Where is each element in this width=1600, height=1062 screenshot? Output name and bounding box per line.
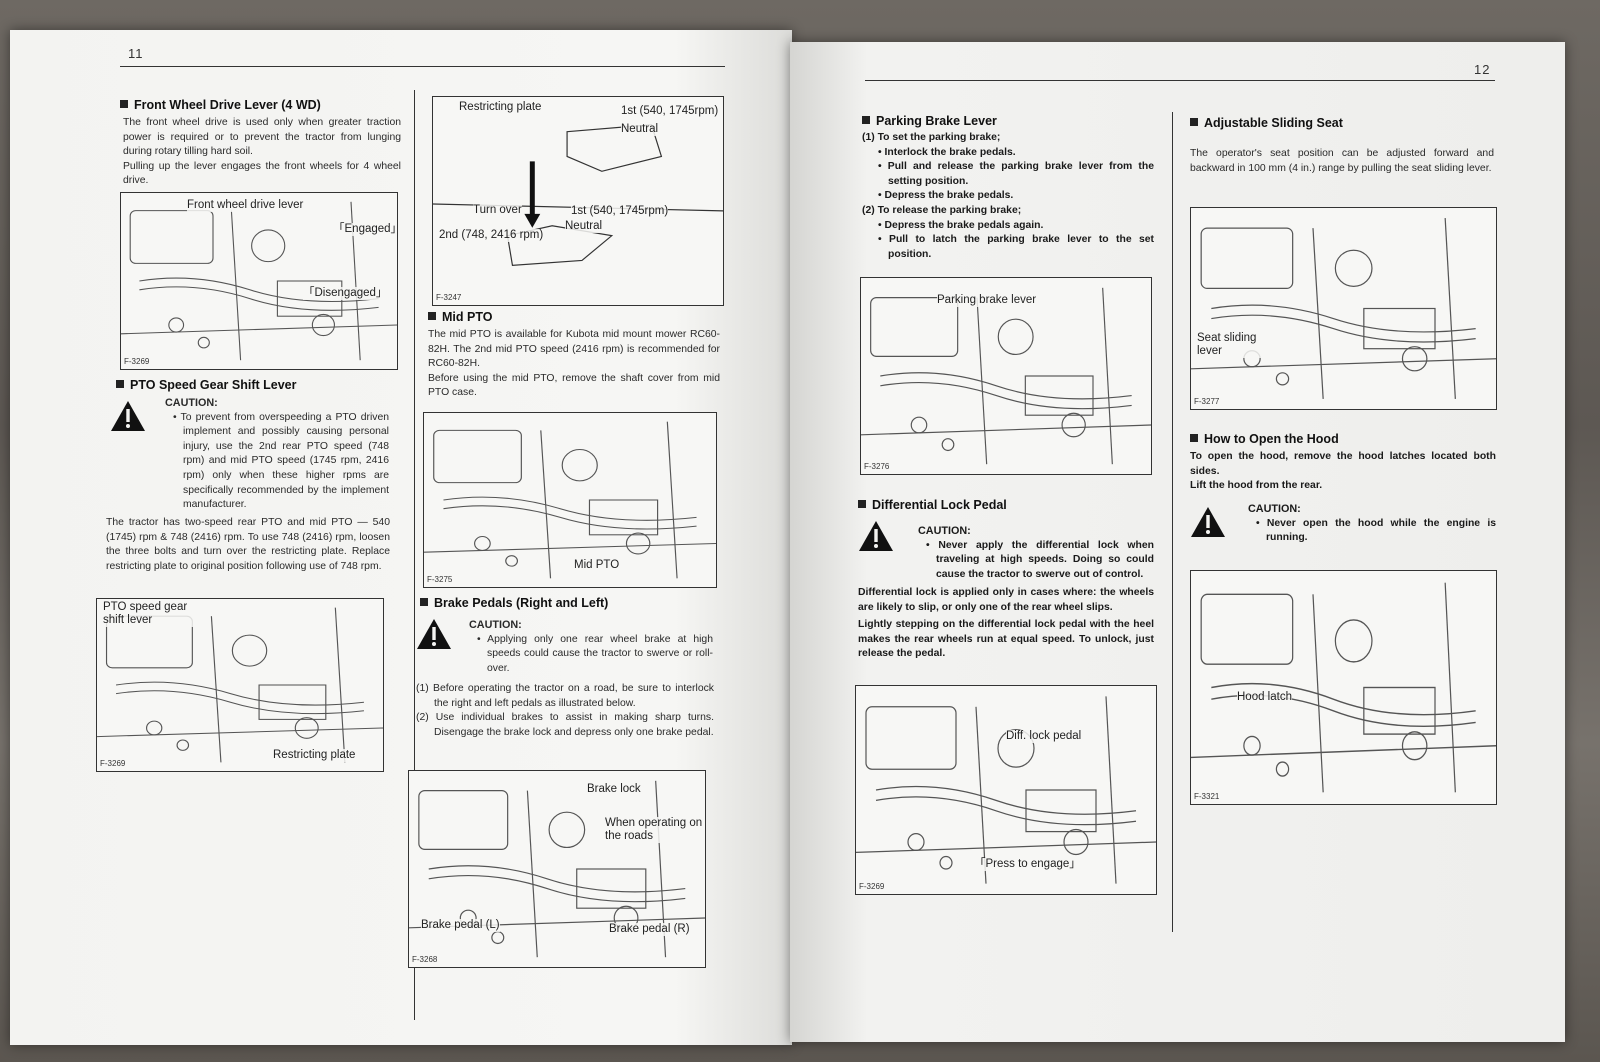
section-title-parking-brake: Parking Brake Lever [862,114,997,128]
section-title-brake-pedals: Brake Pedals (Right and Left) [420,596,608,610]
figure-id: F-3247 [436,293,462,302]
figure-label: 1st (540, 1745rpm) [571,205,669,218]
figure-label: Restricting plate [459,101,542,114]
figure-label: Front wheel drive lever [187,199,304,212]
column-divider [414,90,415,1020]
warning-icon [858,520,894,552]
figure-label: Brake pedal (L) [421,919,500,932]
figure-id: F-3268 [412,955,438,964]
figure-hood: Hood latch F-3321 [1190,570,1497,805]
section-title-front-wheel: Front Wheel Drive Lever (4 WD) [120,98,321,112]
diff-lock-text: Differential lock is applied only in cas… [858,587,1154,660]
front-wheel-text: The front wheel drive is used only when … [123,117,401,187]
figure-sliding-seat: Seat sliding lever F-3277 [1190,207,1497,410]
page-number: 11 [128,46,144,61]
figure-id: F-3276 [864,462,890,471]
figure-pto-shift-lever: PTO speed gear shift lever Restricting p… [96,598,384,772]
mid-pto-text: The mid PTO is available for Kubota mid … [428,329,720,399]
figure-id: F-3275 [427,575,453,584]
brake-caution: CAUTION: • Applying only one rear wheel … [469,619,713,674]
section-title-diff-lock: Differential Lock Pedal [858,498,1007,512]
figure-label: Seat sliding lever [1197,332,1267,358]
brake-steps: (1) Before operating the tractor on a ro… [416,683,714,738]
warning-icon [416,618,452,650]
section-title-pto-shift: PTO Speed Gear Shift Lever [116,378,297,392]
section-title-hood: How to Open the Hood [1190,432,1339,446]
figure-label: Brake lock [587,783,641,796]
figure-id: F-3269 [100,759,126,768]
warning-icon [1190,506,1226,538]
column-divider [1172,112,1173,932]
figure-id: F-3277 [1194,397,1220,406]
figure-label: Hood latch [1237,691,1292,704]
header-rule [120,66,725,67]
section-title-sliding-seat: Adjustable Sliding Seat [1190,116,1343,130]
figure-restricting-plate: Restricting plate 1st (540, 1745rpm) Neu… [432,96,724,306]
diff-lock-caution: CAUTION: • Never apply the differential … [918,525,1154,580]
page-number: 12 [1474,62,1491,77]
figure-label: Turn over [473,204,522,217]
warning-icon [110,400,146,432]
figure-front-wheel-lever: Front wheel drive lever 「Engaged」 「Disen… [120,192,398,370]
figure-label: Restricting plate [273,749,356,762]
figure-parking-brake: Parking brake lever F-3276 [860,277,1152,475]
hood-text: To open the hood, remove the hood latche… [1190,451,1496,492]
left-page: 11 Front Wheel Drive Lever (4 WD) The fr… [10,30,792,1045]
figure-label: 「Engaged」 [333,223,397,236]
figure-diff-lock: Diff. lock pedal 「Press to engage」 F-326… [855,685,1157,895]
figure-id: F-3269 [124,357,150,366]
figure-label: 2nd (748, 2416 rpm) [439,229,544,242]
figure-brake-pedals: Brake lock When operating on the roads B… [408,770,706,968]
figure-label: 「Press to engage」 [974,858,1081,871]
parking-brake-steps: (1) To set the parking brake; • Interloc… [862,132,1154,260]
pto-text: The tractor has two-speed rear PTO and m… [106,517,390,572]
figure-label: Neutral [621,123,659,136]
figure-label: Diff. lock pedal [1006,730,1082,743]
pto-caution: CAUTION: • To prevent from overspeeding … [165,397,390,511]
hood-caution: CAUTION: • Never open the hood while the… [1248,503,1496,544]
figure-label: When operating on the roads [605,817,705,843]
figure-label: 1st (540, 1745rpm) [621,105,719,118]
figure-id: F-3269 [859,882,885,891]
header-rule [865,80,1495,81]
figure-label: Neutral [565,220,603,233]
section-title-mid-pto: Mid PTO [428,310,492,324]
right-page: 12 Parking Brake Lever (1) To set the pa… [790,42,1565,1042]
figure-id: F-3321 [1194,792,1220,801]
figure-mid-pto: Mid PTO F-3275 [423,412,717,588]
sliding-seat-text: The operator's seat position can be adju… [1190,148,1494,174]
figure-label: PTO speed gear shift lever [103,601,199,627]
figure-label: Parking brake lever [937,294,1037,307]
figure-label: Brake pedal (R) [609,923,690,936]
figure-label: 「Disengaged」 [303,287,388,300]
figure-label: Mid PTO [574,559,620,572]
